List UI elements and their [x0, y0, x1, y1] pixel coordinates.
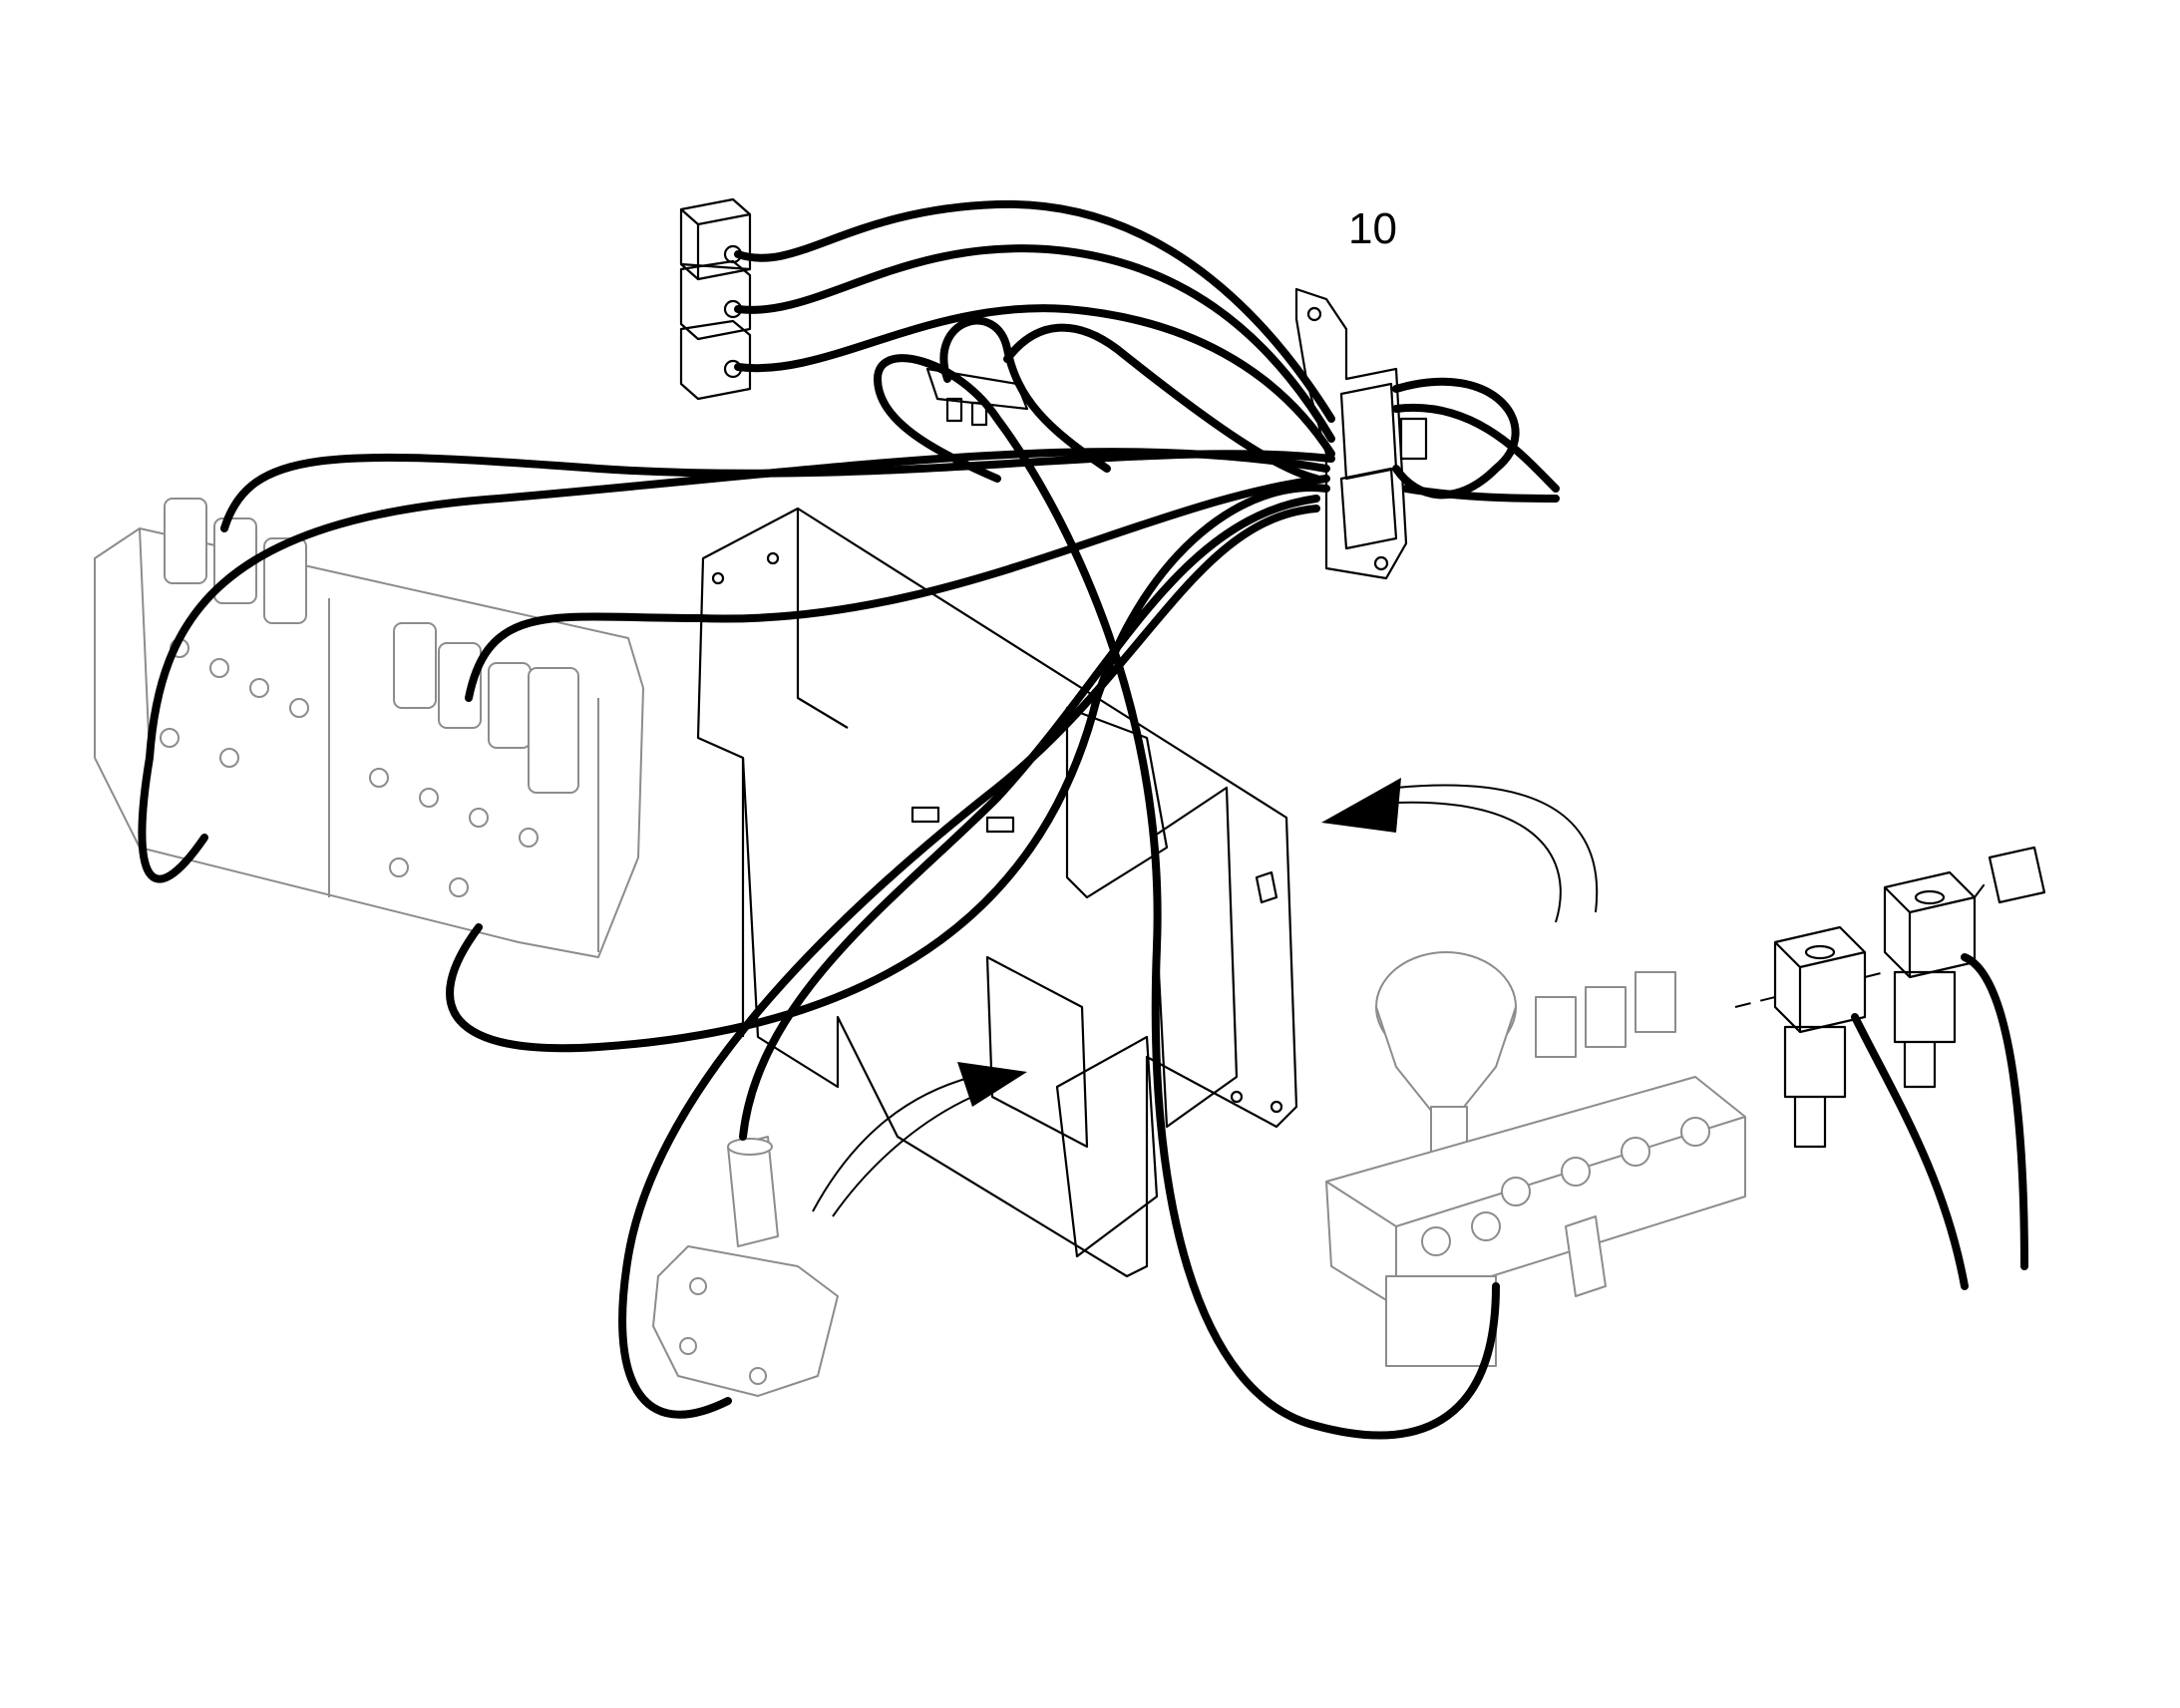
mounting-frame — [696, 507, 1298, 1278]
arrow-head-right — [1321, 778, 1401, 833]
valve-bank-left — [94, 498, 644, 958]
tee-fitting — [925, 367, 1029, 427]
callout-label-10: 10 — [1348, 204, 1397, 253]
hose-bundle — [138, 199, 2028, 1440]
accumulator-manifold — [1325, 951, 1746, 1367]
connector-blocks-top — [679, 197, 752, 401]
directional-valve — [652, 1136, 839, 1397]
assembly-arrows — [812, 778, 1599, 1217]
arrow-head-center — [957, 1062, 1027, 1107]
